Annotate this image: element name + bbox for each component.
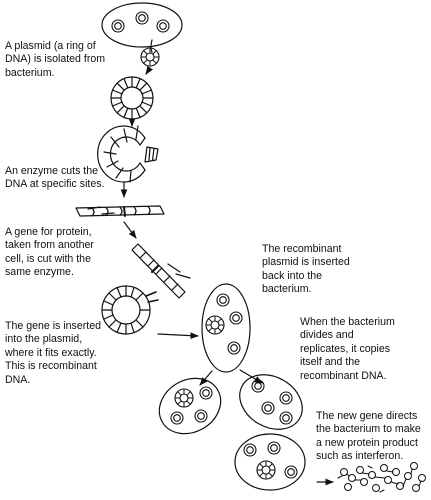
bacterium-daughter-right: [230, 364, 312, 440]
bacterium-recombinant: [202, 284, 250, 372]
arrow-5: [158, 332, 199, 339]
arrow-6b: [240, 370, 263, 383]
plasmid-cut-open: [98, 126, 158, 182]
plasmid-isolated-small: [140, 47, 160, 67]
bacterium-producing-protein: [235, 434, 305, 490]
gene-strand: [76, 206, 164, 216]
gene-fragment: [132, 244, 190, 298]
caption-gene-cut: A gene for protein, taken from another c…: [5, 226, 94, 279]
caption-gene-inserted: The gene is inserted into the plasmid, w…: [5, 320, 101, 386]
caption-enzyme-cuts: An enzyme cuts the DNA at specific sites…: [5, 165, 105, 191]
arrow-4: [124, 222, 136, 239]
protein-molecules: [338, 463, 426, 493]
plasmid-with-gene: [102, 286, 158, 334]
plasmid-enlarged: [111, 77, 153, 119]
bacterium-original: [102, 3, 182, 52]
arrow-6a: [200, 371, 212, 386]
arrow-1: [146, 65, 153, 75]
caption-new-protein: The new gene directs the bacterium to ma…: [316, 410, 421, 463]
caption-plasmid-isolated: A plasmid (a ring of DNA) is isolated fr…: [5, 40, 106, 79]
caption-bacterium-divides: When the bacterium divides and replicate…: [300, 316, 395, 382]
caption-plasmid-reinserted: The recombinant plasmid is inserted back…: [262, 243, 350, 296]
bacterium-daughter-left: [149, 367, 230, 444]
